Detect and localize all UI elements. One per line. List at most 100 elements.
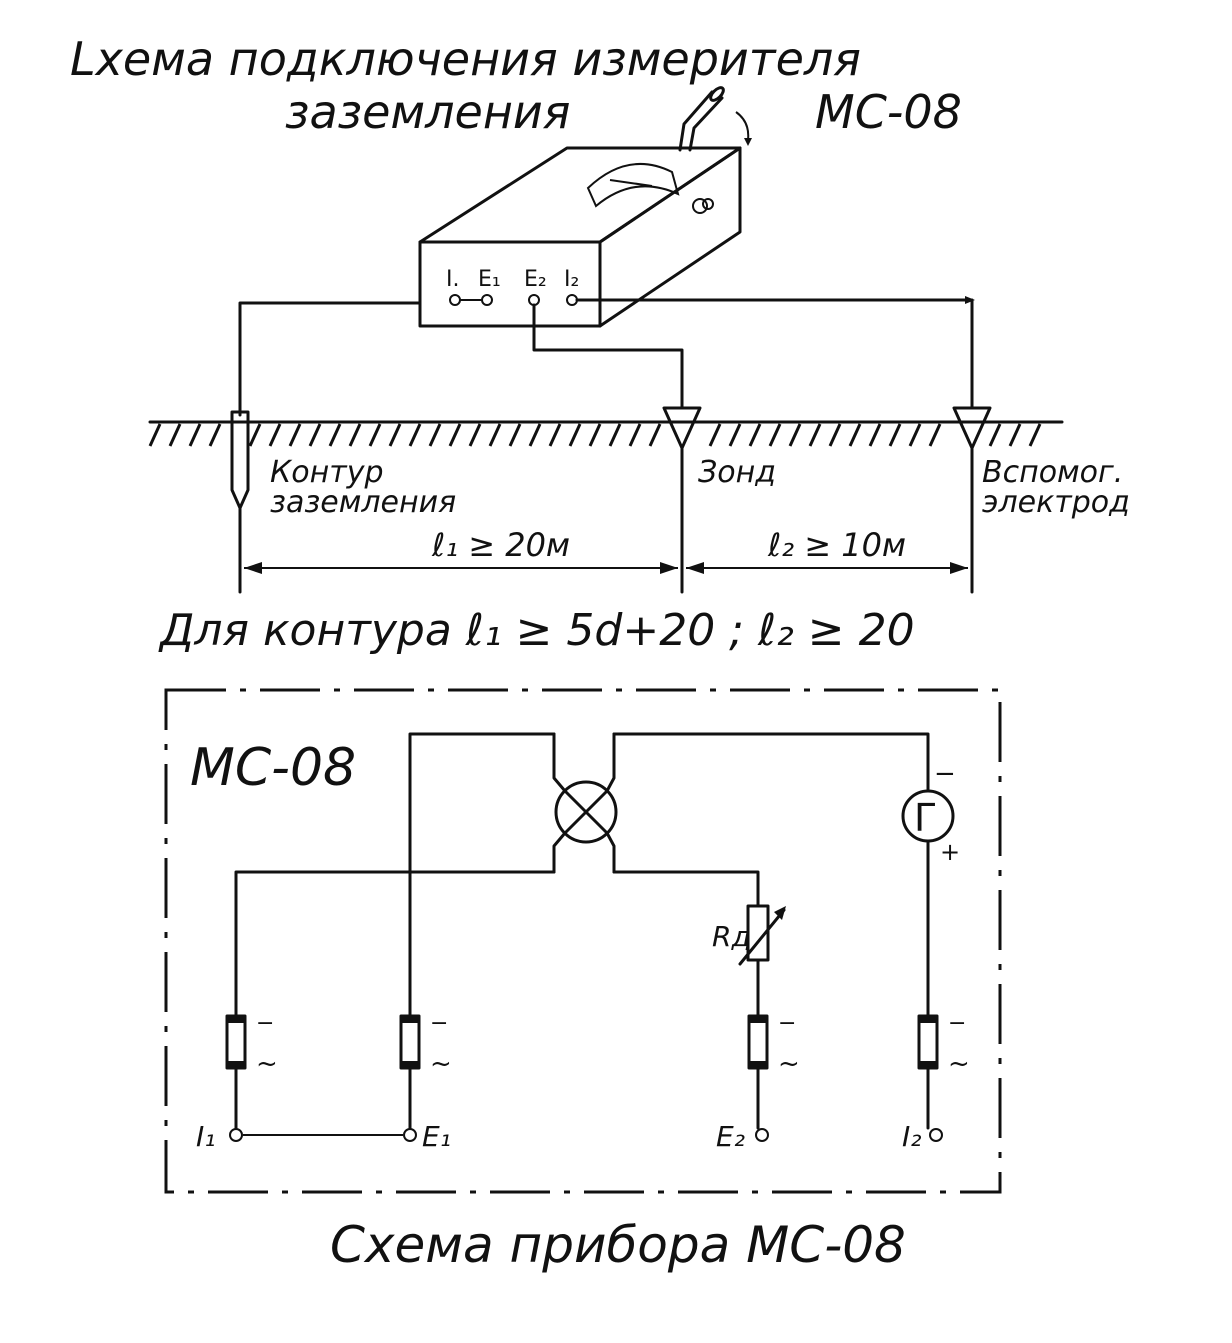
svg-text:−: − bbox=[430, 1011, 448, 1036]
hatch-mark bbox=[608, 423, 622, 447]
hatch-mark bbox=[368, 423, 382, 447]
contour-electrode bbox=[230, 410, 250, 510]
hatch-mark bbox=[208, 423, 222, 447]
label-contour-1: Контур bbox=[270, 455, 384, 490]
ratiometer-icon bbox=[554, 780, 618, 844]
hatch-mark bbox=[788, 423, 802, 447]
terminal-label-i1: I. bbox=[446, 267, 459, 292]
resistor-label: Rд bbox=[712, 920, 751, 953]
contour-formula: Для контура ℓ₁ ≥ 5d+20 ; ℓ₂ ≥ 20 bbox=[158, 605, 915, 656]
rectifier-i2: − ~ bbox=[917, 1011, 970, 1079]
terminal-i2-bottom bbox=[929, 1128, 943, 1142]
hatch-mark bbox=[448, 423, 462, 447]
hatch-mark bbox=[328, 423, 342, 447]
hatch-mark bbox=[588, 423, 602, 447]
title-line2: заземления bbox=[285, 85, 570, 139]
hatch-mark bbox=[428, 423, 442, 447]
terminal-i1 bbox=[449, 294, 461, 306]
hatch-mark bbox=[508, 423, 522, 447]
galvanometer-plus: + bbox=[940, 838, 960, 866]
hatch-mark bbox=[828, 423, 842, 447]
variable-resistor bbox=[746, 904, 770, 962]
hatch-mark bbox=[168, 423, 182, 447]
hatch-mark bbox=[908, 423, 922, 447]
dimension-l2-label: ℓ₂ ≥ 10м bbox=[767, 526, 906, 564]
rotate-arrow-icon bbox=[735, 111, 750, 141]
ratiometer bbox=[552, 732, 618, 874]
hatch-mark bbox=[708, 423, 722, 447]
terminal-label-i1-bottom: I₁ bbox=[196, 1120, 215, 1153]
wire-e2 bbox=[612, 870, 760, 908]
title-model: МС-08 bbox=[815, 85, 962, 139]
hatch-mark bbox=[488, 423, 502, 447]
galvanometer-icon bbox=[901, 789, 955, 843]
galvanometer-minus: − bbox=[934, 759, 956, 789]
hatch-mark bbox=[288, 423, 302, 447]
hatch-mark bbox=[648, 423, 662, 447]
hatch-mark bbox=[808, 423, 822, 447]
svg-text:−: − bbox=[778, 1011, 796, 1036]
hatch-mark bbox=[888, 423, 902, 447]
svg-text:~: ~ bbox=[430, 1049, 452, 1079]
wire-contour bbox=[238, 301, 422, 417]
terminal-label-e1: E₁ bbox=[478, 267, 501, 292]
aux-electrode bbox=[952, 406, 992, 450]
schematic-caption: Схема прибора МС-08 bbox=[330, 1216, 906, 1274]
hatch-mark bbox=[548, 423, 562, 447]
label-aux-1: Вспомог. bbox=[982, 455, 1123, 490]
hatch-mark bbox=[388, 423, 402, 447]
svg-text:−: − bbox=[948, 1011, 966, 1036]
terminal-e2-bottom bbox=[755, 1128, 769, 1142]
terminal-label-e2-bottom: E₂ bbox=[716, 1120, 745, 1153]
hatch-mark bbox=[988, 423, 1002, 447]
rectifier-e2: − ~ bbox=[747, 1011, 800, 1079]
hatch-mark bbox=[568, 423, 582, 447]
label-probe: Зонд bbox=[698, 455, 776, 490]
wire-i1 bbox=[234, 870, 556, 1018]
terminal-label-e2: E₂ bbox=[524, 267, 547, 292]
hatch-mark bbox=[308, 423, 322, 447]
hatch-mark bbox=[468, 423, 482, 447]
meter-device: I. E₁ E₂ I₂ bbox=[418, 86, 752, 328]
wire-aux bbox=[575, 298, 974, 410]
hatch-mark bbox=[628, 423, 642, 447]
hatch-mark bbox=[928, 423, 942, 447]
hatch-mark bbox=[528, 423, 542, 447]
wire-i2 bbox=[612, 732, 930, 792]
hatch-mark bbox=[188, 423, 202, 447]
svg-text:~: ~ bbox=[948, 1049, 970, 1079]
hatch-mark bbox=[348, 423, 362, 447]
hatch-mark bbox=[728, 423, 742, 447]
hatch-mark bbox=[268, 423, 282, 447]
dial-needle bbox=[609, 179, 653, 187]
terminal-e1-bottom bbox=[403, 1128, 417, 1142]
device-top bbox=[418, 146, 742, 244]
terminal-i1-bottom bbox=[229, 1128, 243, 1142]
hatch-mark bbox=[408, 423, 422, 447]
device-side bbox=[598, 146, 742, 328]
hatch-mark bbox=[1028, 423, 1042, 447]
knob-icon bbox=[692, 198, 708, 214]
svg-text:~: ~ bbox=[778, 1049, 800, 1079]
svg-text:~: ~ bbox=[256, 1049, 278, 1079]
hatch-mark bbox=[868, 423, 882, 447]
label-aux-2: электрод bbox=[982, 485, 1130, 520]
resistor-arrow-icon bbox=[738, 908, 786, 966]
hatch-mark bbox=[768, 423, 782, 447]
schematic-model-label: МС-08 bbox=[190, 738, 356, 798]
terminal-e1 bbox=[481, 294, 493, 306]
wire-e1 bbox=[408, 732, 556, 1018]
hatch-mark bbox=[1008, 423, 1022, 447]
galvanometer-label: Г bbox=[914, 796, 937, 840]
terminal-label-e1-bottom: E₁ bbox=[422, 1120, 451, 1153]
title-line1: Lxема подключения измерителя bbox=[70, 32, 861, 86]
hatch-mark bbox=[848, 423, 862, 447]
dial-icon bbox=[586, 163, 680, 208]
crank-handle-icon bbox=[678, 90, 724, 152]
terminal-label-i2: I₂ bbox=[564, 267, 579, 292]
hatch-mark bbox=[748, 423, 762, 447]
probe-electrode bbox=[662, 406, 702, 450]
dimension-l1-label: ℓ₁ ≥ 20м bbox=[431, 526, 570, 564]
